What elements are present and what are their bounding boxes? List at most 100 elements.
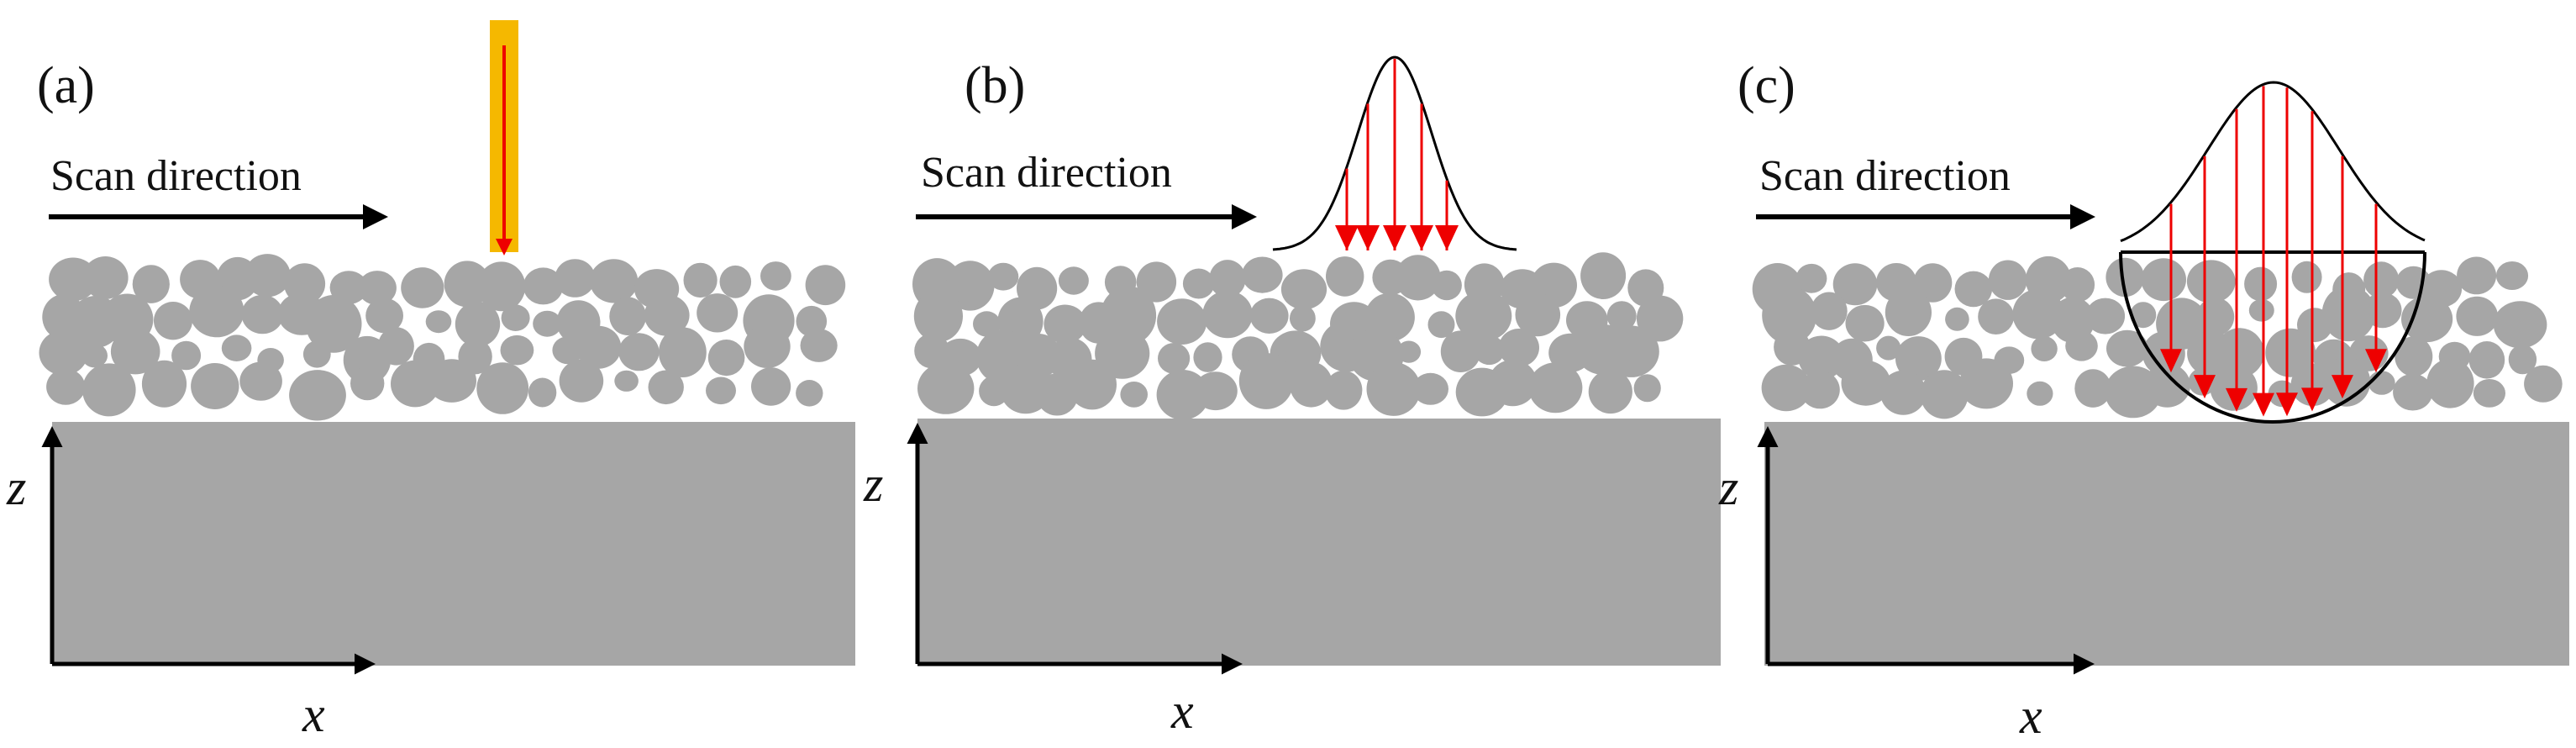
powder-particle (244, 254, 291, 298)
z-axis-label-c: z (1718, 460, 1738, 515)
powder-particle (189, 285, 244, 338)
powder-particle (1326, 256, 1364, 297)
powder-particle (973, 311, 1001, 337)
powder-particle (1498, 329, 1539, 367)
powder-particle (1515, 293, 1561, 337)
powder-particle (917, 362, 975, 414)
powder-particle (1202, 290, 1253, 339)
powder-particle (455, 301, 501, 347)
powder-particle (191, 363, 239, 409)
powder-particle (2186, 260, 2236, 303)
powder-particle (2363, 261, 2400, 299)
gaussian-surface-heat-source (1272, 55, 1517, 251)
powder-particle (1324, 370, 1363, 410)
z-axis-label-a: z (6, 460, 26, 515)
powder-particle (1280, 269, 1327, 310)
panel-a: (a) Scan direction z x (6, 20, 855, 742)
heat-flux-arrowhead (2365, 349, 2387, 373)
powder-particle (800, 329, 838, 362)
powder-particle (590, 259, 639, 303)
powder-particle (1528, 362, 1583, 414)
powder-particle (706, 377, 736, 405)
powder-particle (1633, 374, 1661, 403)
powder-particle (82, 363, 136, 417)
powder-particle (609, 297, 647, 336)
substrate-a (52, 422, 855, 666)
powder-particle (1959, 358, 2014, 409)
powder-particle (1238, 353, 1294, 409)
powder-particle (154, 302, 192, 340)
powder-particle (552, 336, 584, 365)
powder-particle (2368, 371, 2395, 395)
powder-particle (1120, 382, 1148, 408)
heat-flux-arrowhead (2160, 349, 2182, 373)
heat-flux-arrowhead (2226, 387, 2247, 412)
heat-flux-arrowhead (2253, 392, 2274, 417)
panel-b: (b) Scan direction z x (863, 55, 1721, 739)
powder-particle (1841, 360, 1891, 406)
powder-particle (1920, 370, 1969, 419)
x-axis-label-a: x (302, 687, 325, 742)
powder-particle (1603, 325, 1659, 377)
powder-particle (1290, 304, 1316, 332)
powder-particle (576, 325, 622, 369)
powder-particle (241, 294, 284, 334)
powder-particle (528, 377, 557, 408)
scan-direction-label-a: Scan direction (50, 152, 302, 200)
powder-particle (2265, 328, 2316, 377)
powder-particle (751, 367, 791, 406)
powder-particle (2130, 302, 2157, 329)
heat-flux-arrowhead (1410, 225, 1433, 250)
powder-particle (1945, 307, 1969, 331)
powder-particle (476, 362, 529, 414)
powder-particle (1044, 304, 1086, 344)
volumetric-heat-source (2119, 81, 2426, 424)
powder-particle (945, 261, 995, 311)
powder-particle (2493, 301, 2547, 349)
powder-particle (2074, 369, 2111, 408)
powder-particle (2457, 256, 2497, 295)
powder-particle (618, 333, 660, 371)
powder-particle (2244, 266, 2278, 302)
x-axis-label-c: x (2019, 688, 2042, 744)
powder-particle (1156, 370, 1210, 420)
powder-particle (39, 329, 88, 376)
powder-particle (1242, 256, 1283, 293)
powder-particle (2401, 296, 2453, 343)
powder-particle (2468, 341, 2505, 379)
powder-particle (1366, 361, 1421, 416)
powder-particle (2395, 336, 2433, 377)
powder-particle (2508, 345, 2537, 375)
melt-pool-boundary (2119, 251, 2426, 424)
powder-particle (302, 340, 331, 368)
powder-particle (425, 310, 452, 334)
gaussian-profile-curve (1272, 55, 1517, 251)
powder-particle (523, 267, 564, 305)
powder-particle (1488, 360, 1538, 407)
powder-particle (659, 327, 707, 378)
powder-particle (1157, 298, 1207, 345)
scan-direction-label-b: Scan direction (921, 149, 1172, 197)
powder-particle (1395, 255, 1441, 301)
powder-particle (1885, 288, 1932, 337)
powder-particle (1800, 371, 1840, 409)
powder-particle (1193, 371, 1238, 411)
powder-particle (289, 370, 346, 421)
powder-particle (1193, 342, 1222, 372)
powder-particle (401, 267, 444, 308)
powder-particle (744, 324, 791, 368)
powder-particle (707, 340, 745, 377)
heat-flux-arrowhead (1356, 225, 1380, 250)
powder-particle (1795, 263, 1827, 293)
powder-particle (1761, 364, 1811, 412)
heat-flux-arrowhead (2301, 387, 2323, 412)
powder-particle (358, 271, 397, 306)
heat-flux-arrowhead (2194, 375, 2216, 399)
powder-particle (171, 340, 202, 371)
volumetric-profile-curve (2120, 81, 2426, 243)
powder-particle (2141, 258, 2186, 302)
heat-flux-arrowhead (1383, 225, 1406, 250)
powder-particle (2210, 365, 2258, 411)
panel-label-b: (b) (965, 57, 1025, 114)
